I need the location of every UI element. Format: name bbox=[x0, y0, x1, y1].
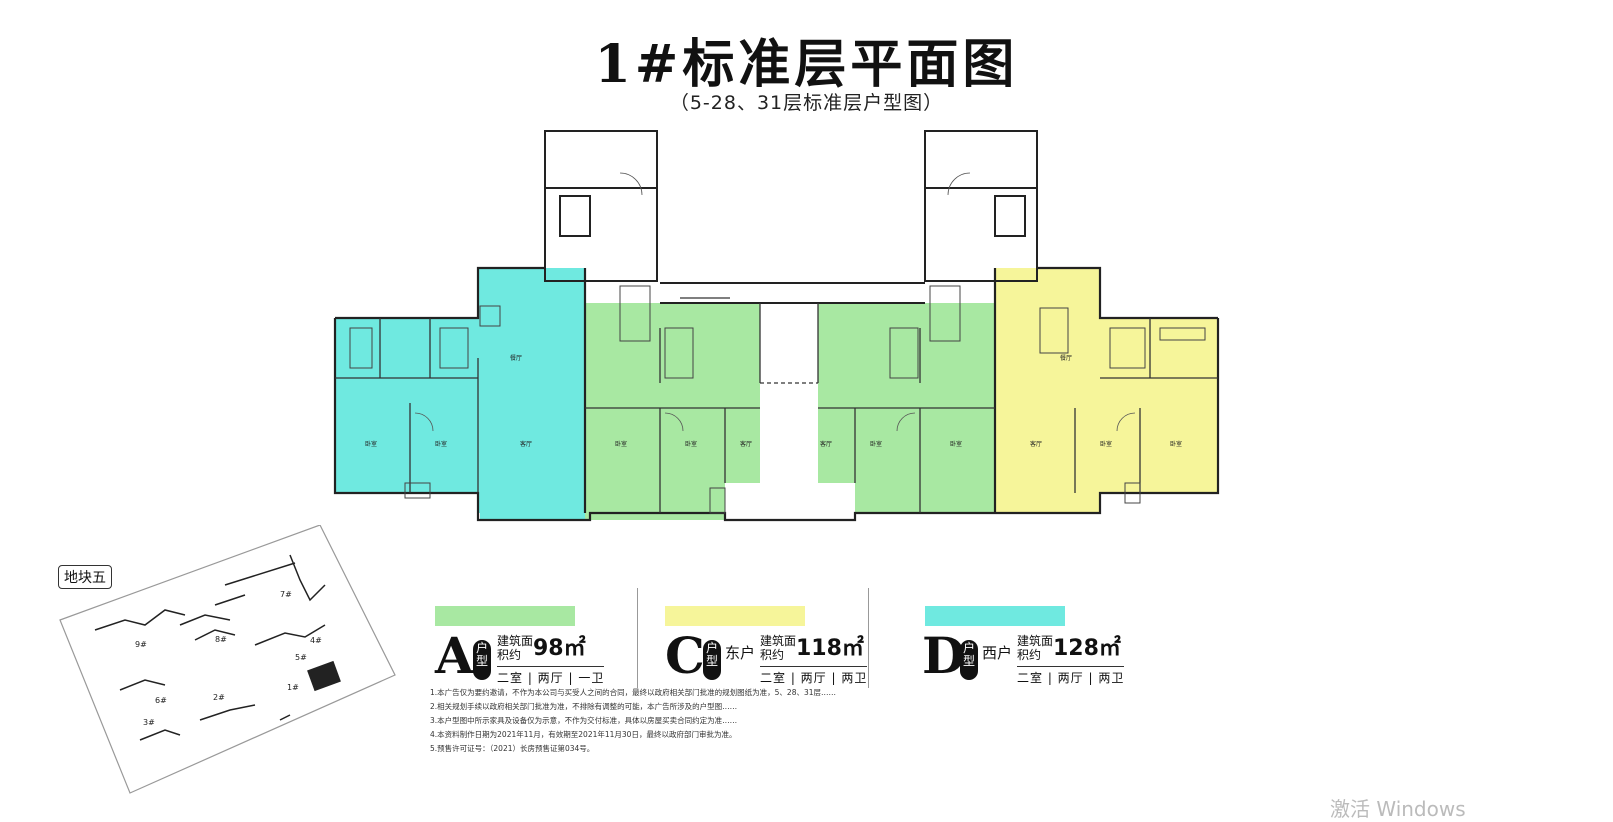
svg-text:卧室: 卧室 bbox=[615, 440, 627, 448]
svg-text:卧室: 卧室 bbox=[870, 440, 882, 448]
unit-zone-a-left bbox=[585, 303, 760, 520]
room-labels: 卧室 卧室 客厅 卧室 卧室 客厅 客厅 卧室 卧室 客厅 卧室 卧室 餐厅 餐… bbox=[365, 354, 1182, 448]
core-walls bbox=[544, 130, 1038, 304]
site-label-2: 2# bbox=[213, 693, 225, 702]
area-value: 118㎡ bbox=[796, 636, 864, 661]
svg-text:卧室: 卧室 bbox=[1100, 440, 1112, 448]
svg-text:客厅: 客厅 bbox=[740, 440, 752, 448]
svg-text:客厅: 客厅 bbox=[1030, 440, 1042, 448]
note-line: 1.本广告仅为要约邀请，不作为本公司与买受人之间的合同，最终以政府相关部门批准的… bbox=[430, 688, 837, 697]
site-label-8: 8# bbox=[215, 635, 227, 644]
svg-text:卧室: 卧室 bbox=[685, 440, 697, 448]
legend-bar-a bbox=[435, 606, 575, 626]
site-label-3: 3# bbox=[143, 718, 155, 727]
unit-type-c: C 户型 东户 建筑面积约 118㎡ 二室 | 两厅 | 两卫 bbox=[665, 628, 868, 686]
room-config: 二室 | 两厅 | 一卫 bbox=[497, 666, 605, 686]
site-map: 7# 9# 8# 4# 5# 6# 2# 1# 3# bbox=[59, 525, 396, 794]
unit-orientation: 西户 bbox=[982, 644, 1013, 662]
building-1-highlight bbox=[307, 660, 341, 692]
svg-text:客厅: 客厅 bbox=[520, 440, 532, 448]
unit-badge: 户型 bbox=[473, 640, 491, 680]
fixtures bbox=[349, 285, 1206, 514]
site-label-7: 7# bbox=[280, 590, 292, 599]
site-label-5: 5# bbox=[295, 653, 307, 662]
unit-type-d: D 户型 西户 建筑面积约 128㎡ 二室 | 两厅 | 两卫 bbox=[922, 628, 1125, 686]
legend-divider bbox=[637, 588, 638, 688]
svg-text:卧室: 卧室 bbox=[950, 440, 962, 448]
note-line: 3.本户型图中所示家具及设备仅为示意，不作为交付标准，具体以房屋买卖合同约定为准… bbox=[430, 716, 738, 725]
legend-bar-c bbox=[665, 606, 805, 626]
svg-text:卧室: 卧室 bbox=[435, 440, 447, 448]
legend-divider bbox=[868, 588, 869, 688]
note-line: 2.相关规划手续以政府相关部门批准为准，不排除有调整的可能，本广告所涉及的户型图… bbox=[430, 702, 738, 711]
site-label-1: 1# bbox=[287, 683, 299, 692]
note-line: 4.本资料制作日期为2021年11月，有效期至2021年11月30日，最终以政府… bbox=[430, 730, 737, 739]
outer-walls bbox=[333, 266, 1220, 522]
svg-text:卧室: 卧室 bbox=[365, 440, 377, 448]
floor-plan: 卧室 卧室 客厅 卧室 卧室 客厅 客厅 卧室 卧室 客厅 卧室 卧室 餐厅 餐… bbox=[333, 130, 1220, 522]
room-config: 二室 | 两厅 | 两卫 bbox=[1017, 666, 1125, 686]
area-value: 98㎡ bbox=[533, 636, 586, 661]
area-label: 建筑面积约 bbox=[760, 634, 797, 662]
unit-badge: 户型 bbox=[960, 640, 978, 680]
site-label-9: 9# bbox=[135, 640, 147, 649]
svg-text:餐厅: 餐厅 bbox=[510, 354, 522, 362]
room-config: 二室 | 两厅 | 两卫 bbox=[760, 666, 868, 686]
interior-walls bbox=[335, 297, 1218, 513]
note-line: 5.预售许可证号：（2021）长房预售证第034号。 bbox=[430, 744, 595, 753]
unit-zone-d-west bbox=[335, 268, 590, 520]
unit-letter: D bbox=[922, 626, 966, 685]
unit-orientation: 东户 bbox=[725, 644, 756, 662]
block-label: 地块五 bbox=[58, 565, 112, 589]
unit-letter: C bbox=[665, 626, 705, 685]
door-swings bbox=[414, 172, 1136, 432]
unit-badge: 户型 bbox=[703, 640, 721, 680]
svg-text:客厅: 客厅 bbox=[820, 440, 832, 448]
unit-zone-c-east bbox=[995, 268, 1218, 513]
unit-letter: A bbox=[435, 626, 474, 685]
site-label-4: 4# bbox=[310, 636, 322, 645]
area-value: 128㎡ bbox=[1053, 636, 1121, 661]
svg-text:餐厅: 餐厅 bbox=[1060, 354, 1072, 362]
disclaimer-notes: 1.本广告仅为要约邀请，不作为本公司与买受人之间的合同，最终以政府相关部门批准的… bbox=[430, 686, 1600, 756]
area-label: 建筑面积约 bbox=[497, 634, 534, 662]
page-title: 1#标准层平面图 bbox=[594, 34, 1019, 95]
legend-bar-d bbox=[925, 606, 1065, 626]
unit-type-a: A 户型 建筑面积约 98㎡ 二室 | 两厅 | 一卫 bbox=[435, 628, 625, 686]
page-subtitle: （5-28、31层标准层户型图） bbox=[669, 92, 944, 114]
svg-text:卧室: 卧室 bbox=[1170, 440, 1182, 448]
site-label-6: 6# bbox=[155, 696, 167, 705]
area-label: 建筑面积约 bbox=[1017, 634, 1054, 662]
activation-watermark: 激活 Windows bbox=[1330, 797, 1466, 821]
